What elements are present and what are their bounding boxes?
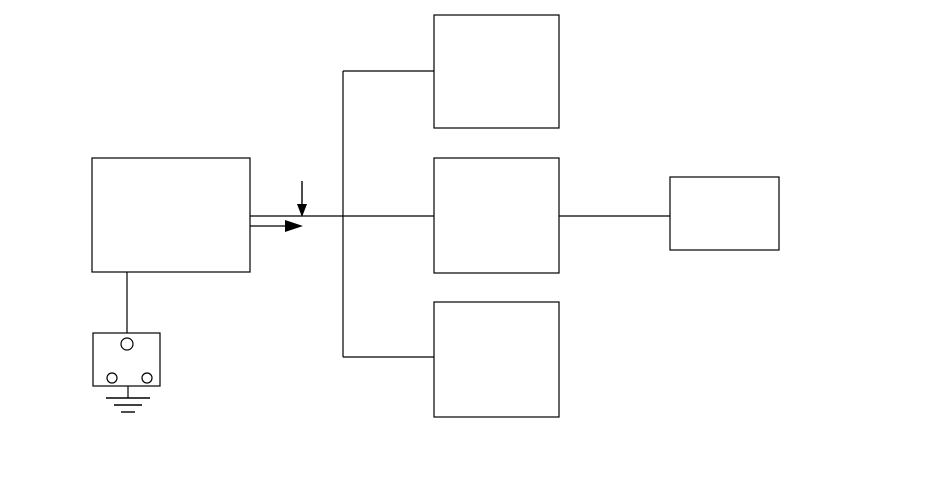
line-pin-icon (106, 372, 118, 384)
ground-pin-icon (120, 337, 134, 351)
earth-ground-icon (106, 386, 150, 413)
source-block[interactable] (91, 157, 251, 273)
wire-layer (126, 70, 670, 358)
neutral-pin-icon (141, 372, 153, 384)
branch-block-mid[interactable] (433, 157, 560, 274)
block-layer (91, 14, 780, 418)
output-block[interactable] (669, 176, 780, 251)
input-arrow-down-icon (297, 204, 307, 217)
branch-block-top[interactable] (433, 14, 560, 129)
power-outlet[interactable] (92, 332, 161, 387)
signal-arrow-right-icon (285, 220, 303, 232)
branch-block-bot[interactable] (433, 301, 560, 418)
arrow-layer (285, 181, 307, 232)
